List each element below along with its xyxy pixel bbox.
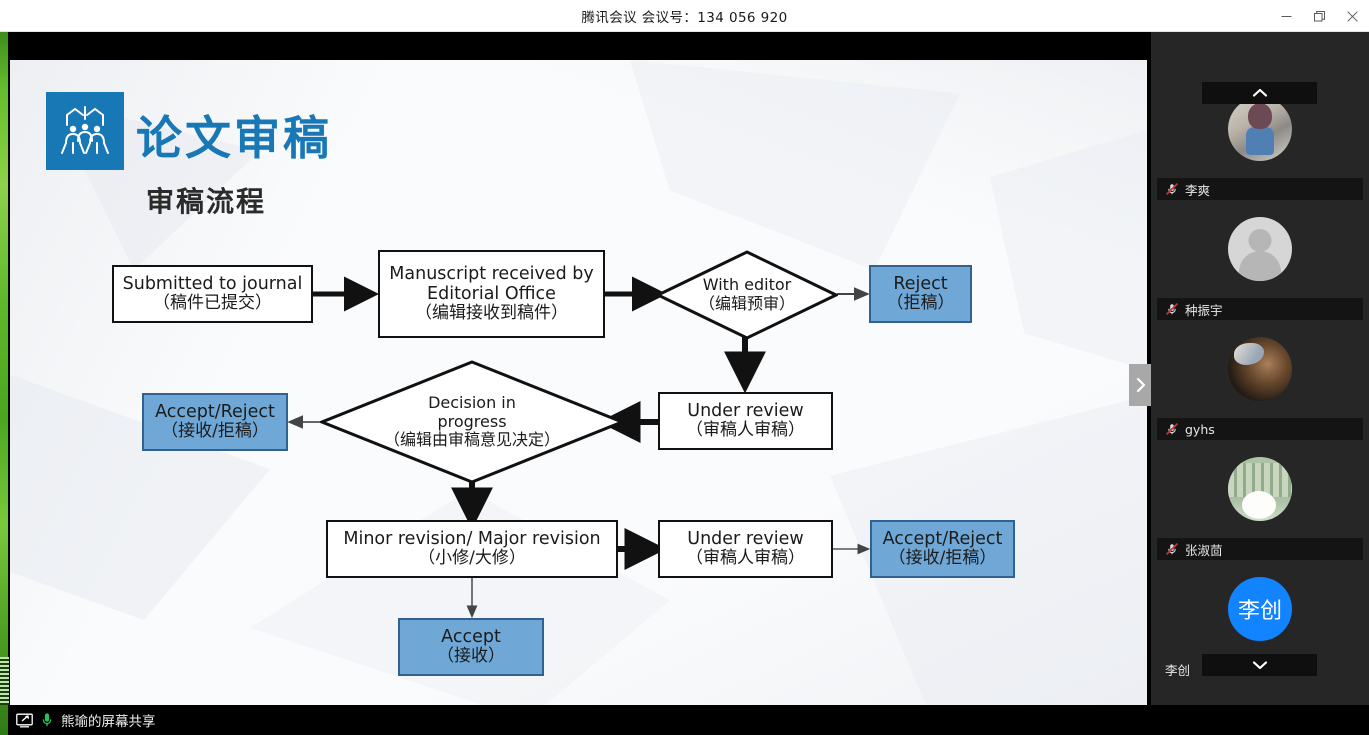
participant-name: 李创 — [1165, 662, 1191, 678]
participant-tile[interactable]: 张淑茴 — [1151, 440, 1369, 560]
restore-button[interactable] — [1303, 0, 1336, 32]
node-label-en: Minor revision/ Major revision — [343, 528, 601, 549]
review-flowchart: Submitted to journal （稿件已提交） Manuscript … — [10, 60, 1147, 705]
minimize-icon — [1281, 15, 1292, 17]
flow-node-under-review-2[interactable]: Under review （审稿人审稿） — [658, 520, 833, 578]
restore-icon — [1314, 10, 1325, 21]
network-people-logo-icon — [61, 106, 109, 154]
participant-name-bar: 李爽 — [1157, 178, 1363, 200]
node-label-cn: （接收/拒稿） — [888, 548, 997, 569]
flow-node-accept[interactable]: Accept （接收） — [398, 618, 544, 676]
microphone-muted-icon — [1165, 182, 1179, 196]
diamond-shape — [320, 360, 624, 484]
node-label-cn: （稿件已提交） — [153, 293, 272, 314]
node-label-en: Reject — [893, 273, 948, 294]
node-label-en2: Editorial Office — [427, 284, 556, 305]
slide-subtitle: 审稿流程 — [146, 185, 267, 218]
screen-share-icon — [16, 713, 33, 727]
participant-name-bar: gyhs — [1157, 418, 1363, 440]
avatar-wrap — [1151, 80, 1369, 178]
avatar — [1228, 457, 1292, 521]
avatar-silhouette-head — [1248, 229, 1272, 252]
chevron-up-icon — [1252, 88, 1267, 97]
node-label-cn: （接收） — [437, 646, 505, 667]
participant-name-bar: 种振宇 — [1157, 298, 1363, 320]
node-label-cn: （拒稿） — [886, 293, 955, 314]
node-label-en: Submitted to journal — [122, 273, 303, 294]
share-status-text: 熊瑜的屏幕共享 — [61, 714, 156, 730]
slide-title: 论文审稿 — [136, 111, 332, 165]
avatar-wrap — [1151, 200, 1369, 298]
avatar-wrap — [1151, 320, 1369, 418]
node-label-en: Accept/Reject — [882, 528, 1003, 549]
node-label-en: Manuscript received by — [389, 263, 594, 284]
node-label-en: With editor — [702, 275, 792, 295]
flow-node-reject[interactable]: Reject （拒稿） — [869, 265, 972, 323]
status-bar: 熊瑜的屏幕共享 — [0, 705, 1369, 735]
participant-name: 种振宇 — [1185, 302, 1223, 318]
diamond-label: With editor （编辑预审） — [656, 250, 838, 340]
flow-node-decision-in-progress[interactable]: Decision in progress （编辑由审稿意见决定） — [320, 360, 624, 484]
node-label-cn: （编辑接收到稿件） — [415, 303, 568, 324]
flow-node-accept-reject-2[interactable]: Accept/Reject （接收/拒稿） — [870, 520, 1015, 578]
chevron-down-icon — [1252, 661, 1267, 670]
participant-tile[interactable]: 李爽 — [1151, 80, 1369, 200]
node-label-en: Accept — [441, 626, 501, 647]
meeting-title: 腾讯会议 会议号：134 056 920 — [581, 9, 788, 26]
presentation-slide: 论文审稿 审稿流程 — [10, 60, 1147, 705]
flow-node-accept-reject-1[interactable]: Accept/Reject （接收/拒稿） — [142, 393, 288, 451]
flow-node-with-editor[interactable]: With editor （编辑预审） — [656, 250, 838, 340]
node-label-en: Under review — [687, 528, 804, 549]
flow-node-under-review-1[interactable]: Under review （审稿人审稿） — [658, 392, 833, 450]
shared-screen-stage[interactable]: 论文审稿 审稿流程 — [8, 32, 1151, 705]
scroll-down-button[interactable] — [1202, 654, 1317, 676]
slide-logo — [46, 92, 124, 170]
chevron-right-icon — [1136, 377, 1145, 393]
node-label-cn: （编辑预审） — [698, 294, 795, 313]
node-label-en: Under review — [687, 400, 804, 421]
microphone-muted-icon — [1165, 422, 1179, 436]
minimize-button[interactable] — [1270, 0, 1303, 32]
avatar — [1228, 97, 1292, 161]
participant-name-bar: 张淑茴 — [1157, 538, 1363, 560]
node-label-en: Accept/Reject — [155, 401, 275, 422]
microphone-muted-icon — [1165, 302, 1179, 316]
audio-level-meter — [0, 657, 9, 705]
participant-tile[interactable]: gyhs — [1151, 320, 1369, 440]
close-icon — [1347, 10, 1358, 22]
node-label-cn: （审稿人审稿） — [686, 420, 805, 441]
screen-share-border — [0, 32, 8, 735]
participant-tile[interactable]: 种振宇 — [1151, 200, 1369, 320]
participant-name: 张淑茴 — [1185, 542, 1223, 558]
avatar — [1228, 337, 1292, 401]
panel-collapse-button[interactable] — [1129, 364, 1151, 406]
title-bar: 腾讯会议 会议号：134 056 920 — [0, 0, 1369, 32]
node-label-cn: （审稿人审稿） — [686, 548, 805, 569]
avatar-initial: 李创 — [1228, 577, 1292, 641]
node-label-cn: （小修/大修） — [418, 548, 526, 569]
avatar-wrap: 李创 — [1151, 560, 1369, 658]
avatar-wrap — [1151, 440, 1369, 538]
participant-name: gyhs — [1185, 421, 1215, 437]
window-controls — [1270, 0, 1369, 32]
node-label-cn: （接收/拒稿） — [161, 421, 269, 442]
node-label-en2: progress — [437, 411, 507, 431]
participant-tile-self[interactable]: 李创 李创 — [1151, 560, 1369, 680]
participant-name: 李爽 — [1185, 182, 1211, 198]
avatar-silhouette-body — [1239, 251, 1281, 281]
scroll-up-button[interactable] — [1202, 82, 1317, 104]
participants-sidebar: 李爽 种振宇 — [1151, 32, 1369, 735]
avatar — [1228, 217, 1292, 281]
diamond-label: Decision in progress （编辑由审稿意见决定） — [320, 360, 624, 484]
diamond-shape — [656, 250, 838, 340]
microphone-muted-icon — [1165, 542, 1179, 556]
flow-node-manuscript-received[interactable]: Manuscript received by Editorial Office … — [378, 250, 605, 338]
node-label-en: Decision in — [428, 393, 516, 413]
node-label-cn: （编辑由审稿意见决定） — [383, 430, 560, 450]
flow-node-minor-major-revision[interactable]: Minor revision/ Major revision （小修/大修） — [326, 520, 618, 578]
microphone-icon — [42, 713, 52, 727]
close-button[interactable] — [1336, 0, 1369, 32]
flow-node-submitted-to-journal[interactable]: Submitted to journal （稿件已提交） — [112, 265, 313, 323]
